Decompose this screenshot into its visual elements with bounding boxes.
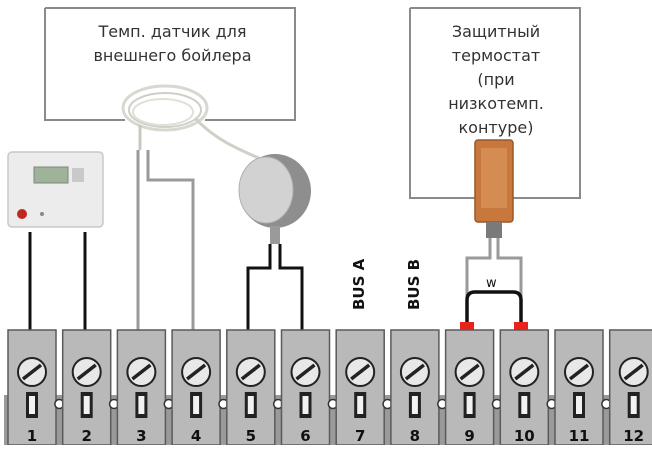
terminal-housing — [7, 329, 57, 446]
controller-device — [7, 151, 104, 228]
terminal-11: 11 — [554, 329, 604, 446]
bus-b-label: BUS B — [405, 258, 423, 310]
terminal-housing — [171, 329, 221, 446]
terminal-5: 5 — [226, 329, 276, 446]
terminal-number: 5 — [246, 427, 256, 445]
wire-terminal-4 — [146, 150, 195, 340]
clamp-slot — [630, 396, 637, 414]
screw-slot — [295, 363, 316, 381]
terminal-7: 7 — [335, 329, 385, 446]
screw-slot — [240, 363, 261, 381]
screw-slot — [21, 363, 43, 381]
terminal-number: 11 — [569, 427, 590, 445]
temp-sensor-frame-left — [44, 8, 125, 121]
terminal-housing — [499, 329, 550, 446]
terminal-number: 10 — [514, 427, 535, 445]
clamp-slot — [466, 396, 473, 414]
wires — [28, 150, 528, 340]
clamp-slot — [247, 396, 254, 414]
screw-slot — [76, 363, 97, 381]
terminal-number: 12 — [623, 427, 644, 445]
terminal-housing — [116, 329, 167, 446]
terminal-number: 6 — [300, 427, 310, 445]
clamp-slot — [521, 396, 528, 414]
terminal-10: 10 — [499, 329, 550, 446]
terminal-housing — [444, 329, 495, 446]
terminal-number: 3 — [136, 427, 146, 445]
terminal-2: 2 — [61, 329, 112, 446]
screw-slot — [131, 363, 152, 381]
thermostat-frame — [410, 7, 581, 199]
temp-sensor-label: Темп. датчик для внешнего бойлера — [93, 22, 252, 65]
wire-terminal-5 — [246, 244, 272, 340]
terminal-12: 12 — [608, 329, 652, 446]
clamp-slot — [193, 396, 200, 414]
terminal-number: 9 — [464, 427, 474, 445]
clamp-slot — [411, 396, 418, 414]
screw-slot — [186, 363, 207, 381]
clamp-slot — [576, 396, 582, 414]
terminal-4: 4 — [171, 329, 221, 446]
terminal-9: 9 — [444, 329, 495, 446]
wire-terminal-6 — [278, 244, 304, 340]
wire-terminal-10 — [496, 238, 523, 325]
terminal-number: 2 — [81, 427, 91, 445]
clamp-slot — [29, 396, 35, 414]
terminal-3: 3 — [116, 329, 167, 446]
temp-sensor-frame — [45, 7, 296, 121]
terminal-6: 6 — [280, 329, 331, 446]
bus-a-label: BUS A — [350, 258, 368, 310]
clamp-slot — [138, 396, 145, 414]
terminal-number: 7 — [355, 427, 365, 445]
clamp-slot — [302, 396, 309, 414]
terminal-8: 8 — [390, 329, 440, 446]
screw-slot — [514, 363, 535, 381]
terminal-housing — [390, 329, 440, 446]
temp-sensor-device — [121, 84, 269, 164]
terminal-housing — [226, 329, 276, 446]
terminal-number: 1 — [27, 427, 37, 445]
clamp-slot — [83, 396, 90, 414]
terminal-housing — [61, 329, 112, 446]
screw-slot — [350, 363, 371, 381]
thermostat-frame-left — [409, 8, 480, 199]
screw-slot — [568, 363, 590, 381]
screw-slot — [623, 363, 644, 381]
terminal-number: 4 — [191, 427, 201, 445]
terminal-housing — [280, 329, 331, 446]
thermostat-device — [474, 139, 514, 238]
thermostat-label: Защитный термостат (при низкотемп. конту… — [448, 22, 544, 137]
screw-slot — [459, 363, 480, 381]
jumper-label: w — [486, 276, 497, 291]
screw-slot — [404, 363, 425, 381]
jumper-wire — [465, 290, 523, 325]
wire-terminal-9 — [465, 238, 492, 325]
round-sensor-device — [238, 154, 311, 244]
clamp-slot — [357, 396, 364, 414]
terminal-number: 8 — [410, 427, 420, 445]
terminal-1: 1 — [7, 329, 57, 446]
